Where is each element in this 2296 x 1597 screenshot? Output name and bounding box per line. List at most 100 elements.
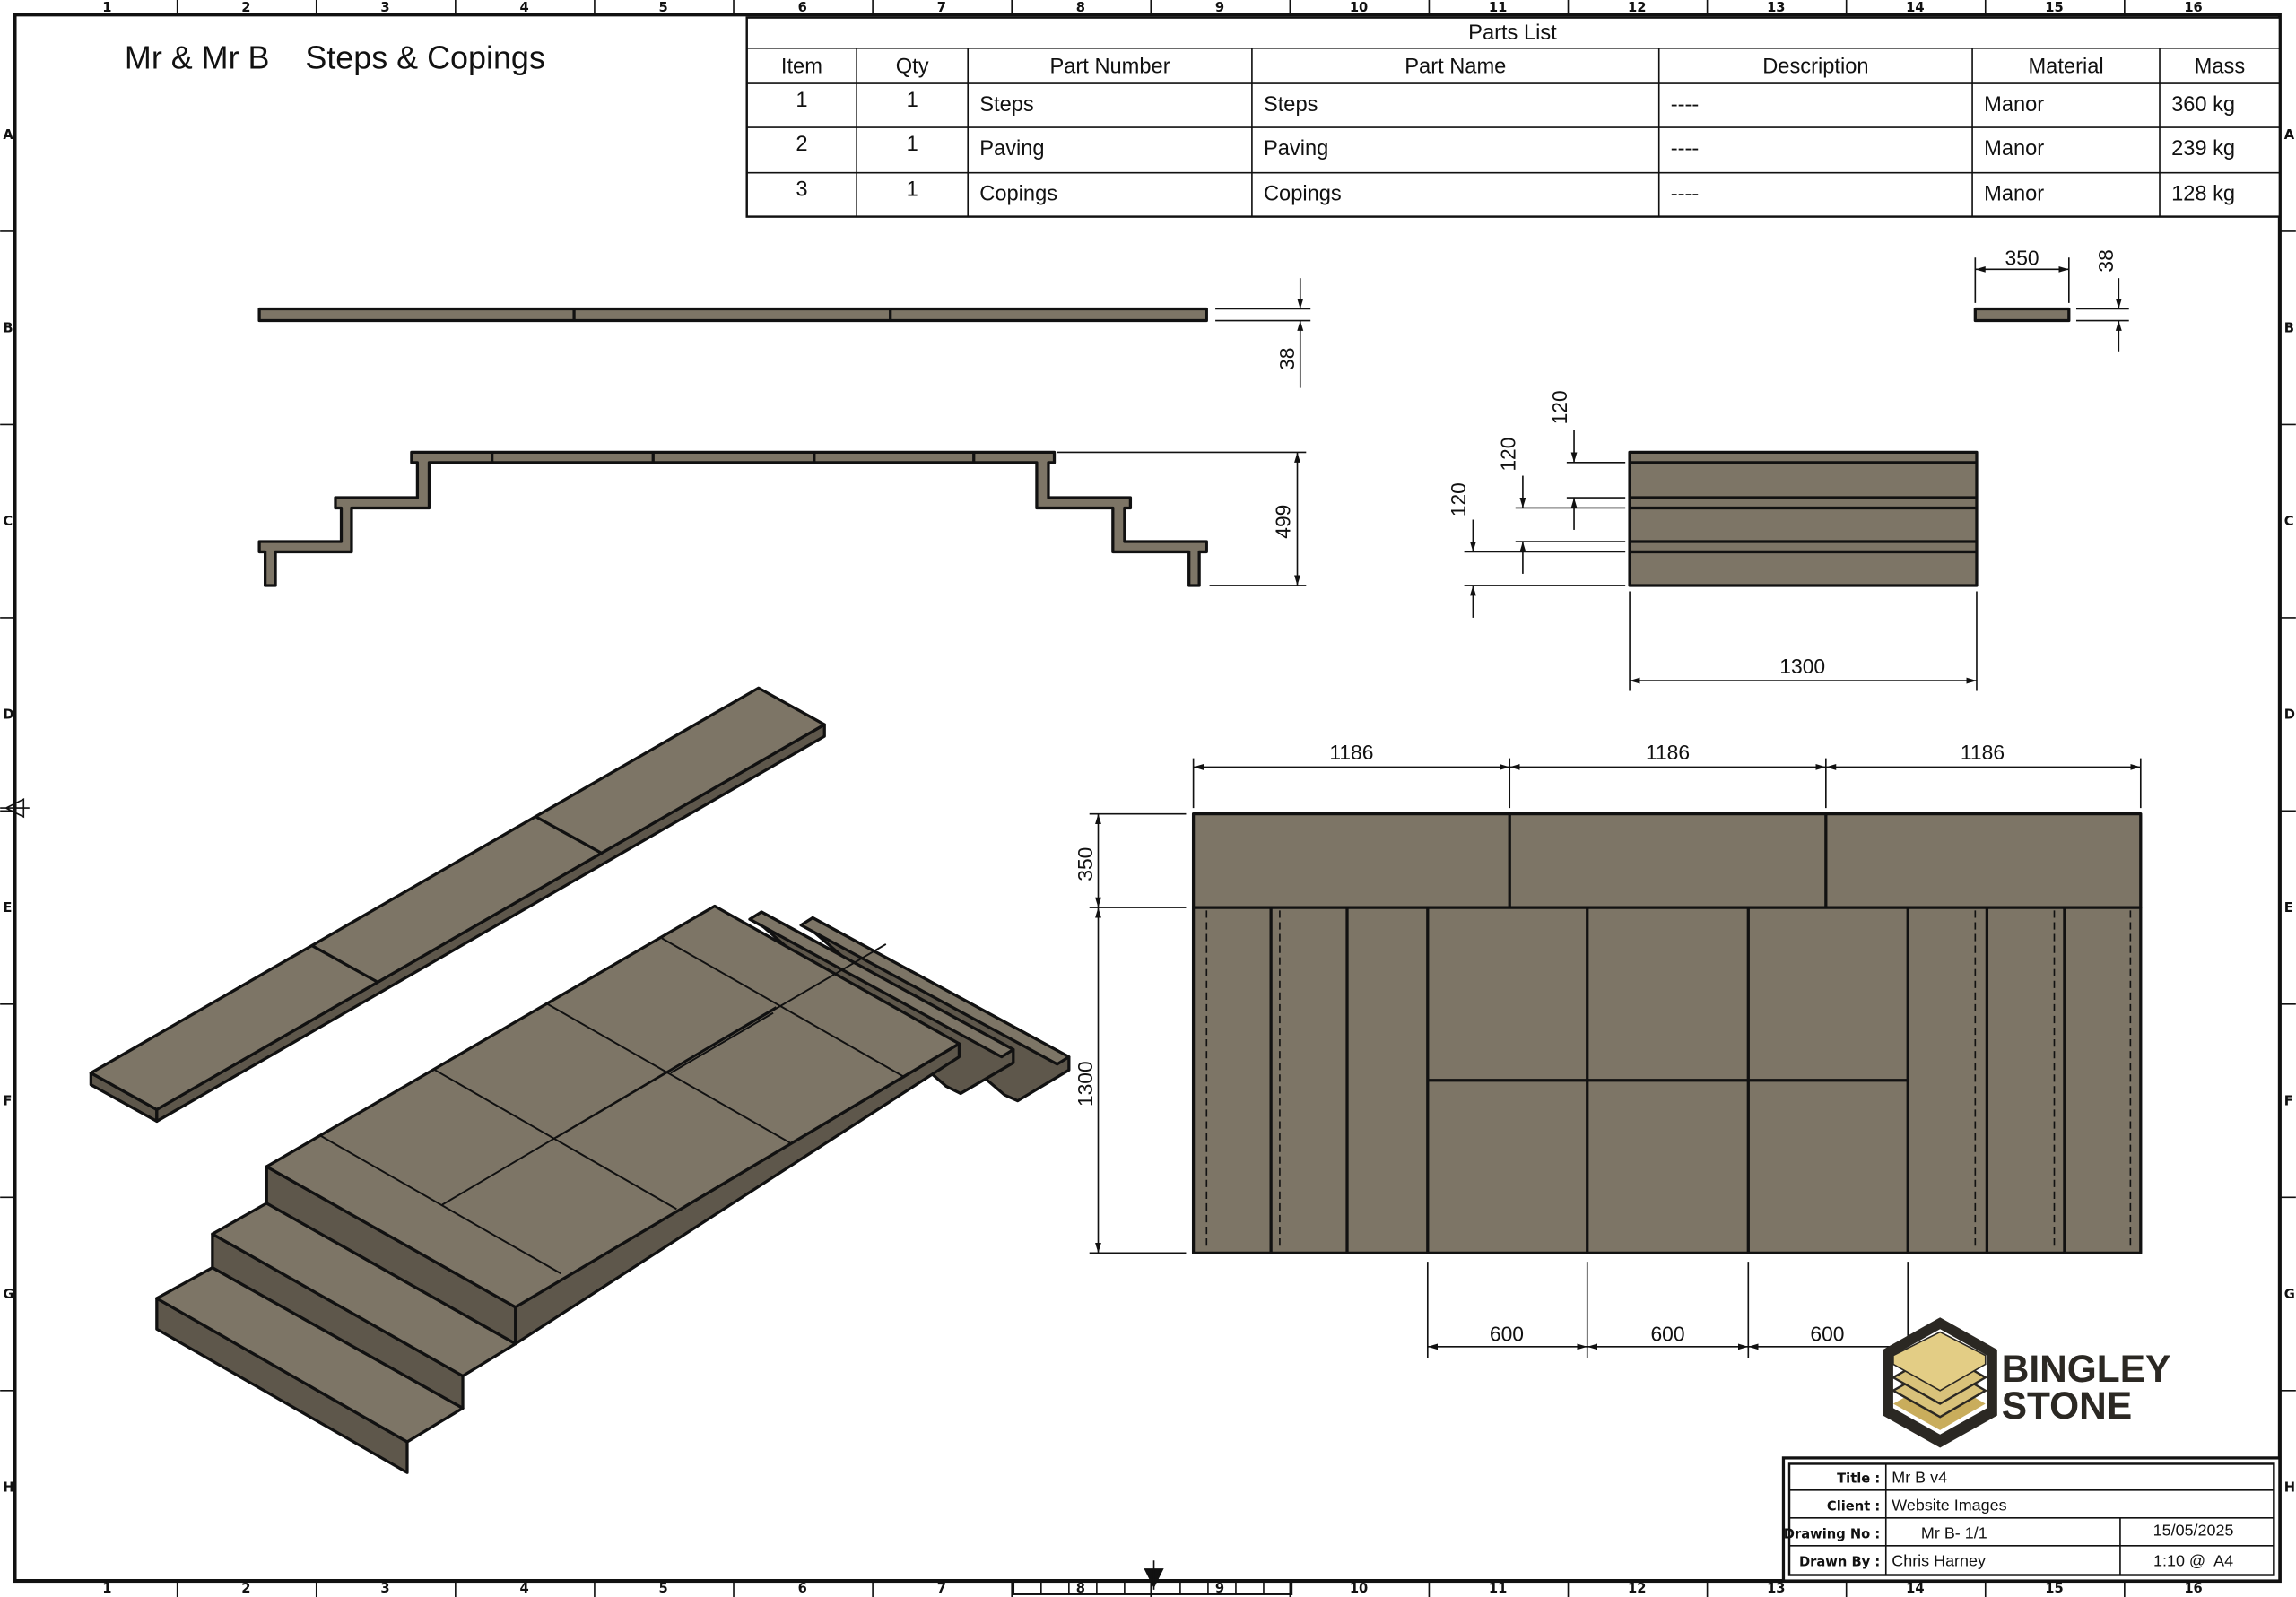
zone-number: 15 bbox=[2045, 0, 2063, 15]
zone-letter: H bbox=[3, 1480, 13, 1495]
zone-number: 1 bbox=[102, 1581, 111, 1596]
zone-letter: G bbox=[3, 1287, 13, 1302]
dim-steps-height: 499 bbox=[1271, 505, 1294, 539]
zone-number: 11 bbox=[1489, 1581, 1507, 1596]
parts-list-cell: 1 bbox=[796, 89, 807, 112]
zone-number: 11 bbox=[1489, 0, 1507, 15]
bingley-stone-logo: BINGLEY STONE bbox=[1883, 1317, 2171, 1448]
dim-riser-2: 120 bbox=[1497, 438, 1520, 472]
drawing-no-label: Drawing No : bbox=[1784, 1527, 1880, 1542]
drawing-date: 15/05/2025 bbox=[2153, 1521, 2234, 1539]
center-marker bbox=[0, 797, 1293, 1595]
parts-list-header: Material bbox=[2028, 56, 2103, 79]
zone-letter: B bbox=[3, 321, 13, 336]
zone-letter: C bbox=[3, 514, 13, 529]
zone-letter: D bbox=[3, 707, 13, 723]
zone-letter: E bbox=[2284, 900, 2293, 916]
zone-number: 3 bbox=[380, 1581, 389, 1596]
logo-text-line2: STONE bbox=[2002, 1384, 2132, 1427]
zone-number: 8 bbox=[1076, 1581, 1085, 1596]
title-value: Mr B v4 bbox=[1892, 1469, 1947, 1487]
dim-coping-width: 350 bbox=[2005, 246, 2039, 269]
coping-side-view: 38 bbox=[257, 278, 1311, 388]
zone-number: 12 bbox=[1628, 0, 1646, 15]
parts-list-cell: ---- bbox=[1671, 137, 1700, 161]
parts-list-title: Parts List bbox=[1468, 22, 1557, 45]
parts-list-cell: 3 bbox=[796, 178, 807, 202]
zone-number: 8 bbox=[1076, 0, 1085, 15]
zone-number: 16 bbox=[2184, 1581, 2202, 1596]
zone-letter: C bbox=[2284, 514, 2294, 529]
zone-number: 13 bbox=[1767, 1581, 1785, 1596]
parts-list-header: Item bbox=[781, 56, 822, 79]
zone-number: 6 bbox=[798, 0, 807, 15]
dim-coping-end-thickness: 38 bbox=[2094, 249, 2118, 272]
title-block: Title : Mr B v4 Client : Website Images … bbox=[1781, 1456, 2282, 1583]
parts-list-cell: 1 bbox=[907, 89, 918, 112]
parts-list-cell: Copings bbox=[1264, 183, 1342, 206]
plan-view: 1186 1186 1186 350 1300 600 600 600 bbox=[1074, 741, 2143, 1358]
logo-text-line1: BINGLEY bbox=[2002, 1348, 2171, 1390]
parts-list-header: Description bbox=[1762, 56, 1868, 79]
parts-list-cell: Manor bbox=[1984, 93, 2044, 117]
zone-number: 7 bbox=[937, 1581, 946, 1596]
zone-number: 1 bbox=[102, 0, 111, 15]
zone-number: 12 bbox=[1628, 1581, 1646, 1596]
steps-end-view: 120 120 120 1300 bbox=[1447, 390, 1979, 691]
parts-list-cell: Paving bbox=[1264, 137, 1328, 161]
isometric-copings bbox=[89, 686, 826, 1124]
zone-letter: B bbox=[2284, 321, 2294, 336]
dim-plan-bottom-3: 600 bbox=[1810, 1322, 1844, 1345]
zone-number: 3 bbox=[380, 0, 389, 15]
title-label: Title : bbox=[1837, 1471, 1880, 1487]
parts-list-cell: Steps bbox=[1264, 93, 1318, 117]
zone-letter: D bbox=[2284, 707, 2295, 723]
zone-number: 2 bbox=[241, 0, 250, 15]
zone-number: 4 bbox=[519, 0, 528, 15]
zone-number: 5 bbox=[659, 0, 668, 15]
dim-end-width: 1300 bbox=[1779, 655, 1825, 678]
parts-list-header: Part Number bbox=[1050, 56, 1170, 79]
zone-number: 13 bbox=[1767, 0, 1785, 15]
dim-plan-top-1: 1186 bbox=[1329, 741, 1373, 764]
parts-list-cell: Copings bbox=[979, 183, 1057, 206]
dim-plan-depth: 1300 bbox=[1074, 1061, 1097, 1107]
parts-list-cell: Manor bbox=[1984, 183, 2044, 206]
parts-list-cell: Manor bbox=[1984, 137, 2044, 161]
parts-list-cell: ---- bbox=[1671, 183, 1700, 206]
zone-letter: F bbox=[2284, 1093, 2293, 1108]
parts-list-header: Mass bbox=[2195, 56, 2246, 79]
parts-list-cell: Paving bbox=[979, 137, 1044, 161]
zone-letter: G bbox=[2284, 1287, 2295, 1302]
zone-number: 10 bbox=[1350, 1581, 1368, 1596]
zone-number: 4 bbox=[519, 1581, 528, 1596]
zone-number: 7 bbox=[937, 0, 946, 15]
zone-number: 14 bbox=[1906, 0, 1924, 15]
zone-number: 5 bbox=[659, 1581, 668, 1596]
parts-list-cell: 1 bbox=[907, 178, 918, 202]
parts-list-cell: 239 kg bbox=[2171, 137, 2235, 161]
zone-letter: E bbox=[3, 900, 12, 916]
dim-plan-coping-depth: 350 bbox=[1074, 847, 1097, 881]
dim-plan-bottom-2: 600 bbox=[1650, 1322, 1684, 1345]
zone-letter: A bbox=[2284, 127, 2295, 143]
drawn-by-value: Chris Harney bbox=[1892, 1552, 1986, 1570]
dim-plan-top-3: 1186 bbox=[1961, 741, 2005, 764]
zone-letter: H bbox=[2284, 1480, 2295, 1495]
parts-list-cell: 128 kg bbox=[2171, 183, 2235, 206]
parts-list-cell: 2 bbox=[796, 133, 807, 156]
parts-list-header: Qty bbox=[896, 56, 929, 79]
parts-list-cell: Steps bbox=[979, 93, 1034, 117]
zone-number: 9 bbox=[1215, 1581, 1224, 1596]
zone-number: 14 bbox=[1906, 1581, 1924, 1596]
zone-letter: F bbox=[3, 1093, 12, 1108]
client-label: Client : bbox=[1827, 1499, 1880, 1515]
steps-side-view: 499 bbox=[257, 450, 1307, 587]
parts-list-cell: ---- bbox=[1671, 93, 1700, 117]
client-value: Website Images bbox=[1892, 1497, 2006, 1515]
zone-number: 10 bbox=[1350, 0, 1368, 15]
drawing-scale: 1:10 @ A4 bbox=[2153, 1552, 2233, 1570]
coping-end-view: 350 38 bbox=[1973, 246, 2129, 352]
